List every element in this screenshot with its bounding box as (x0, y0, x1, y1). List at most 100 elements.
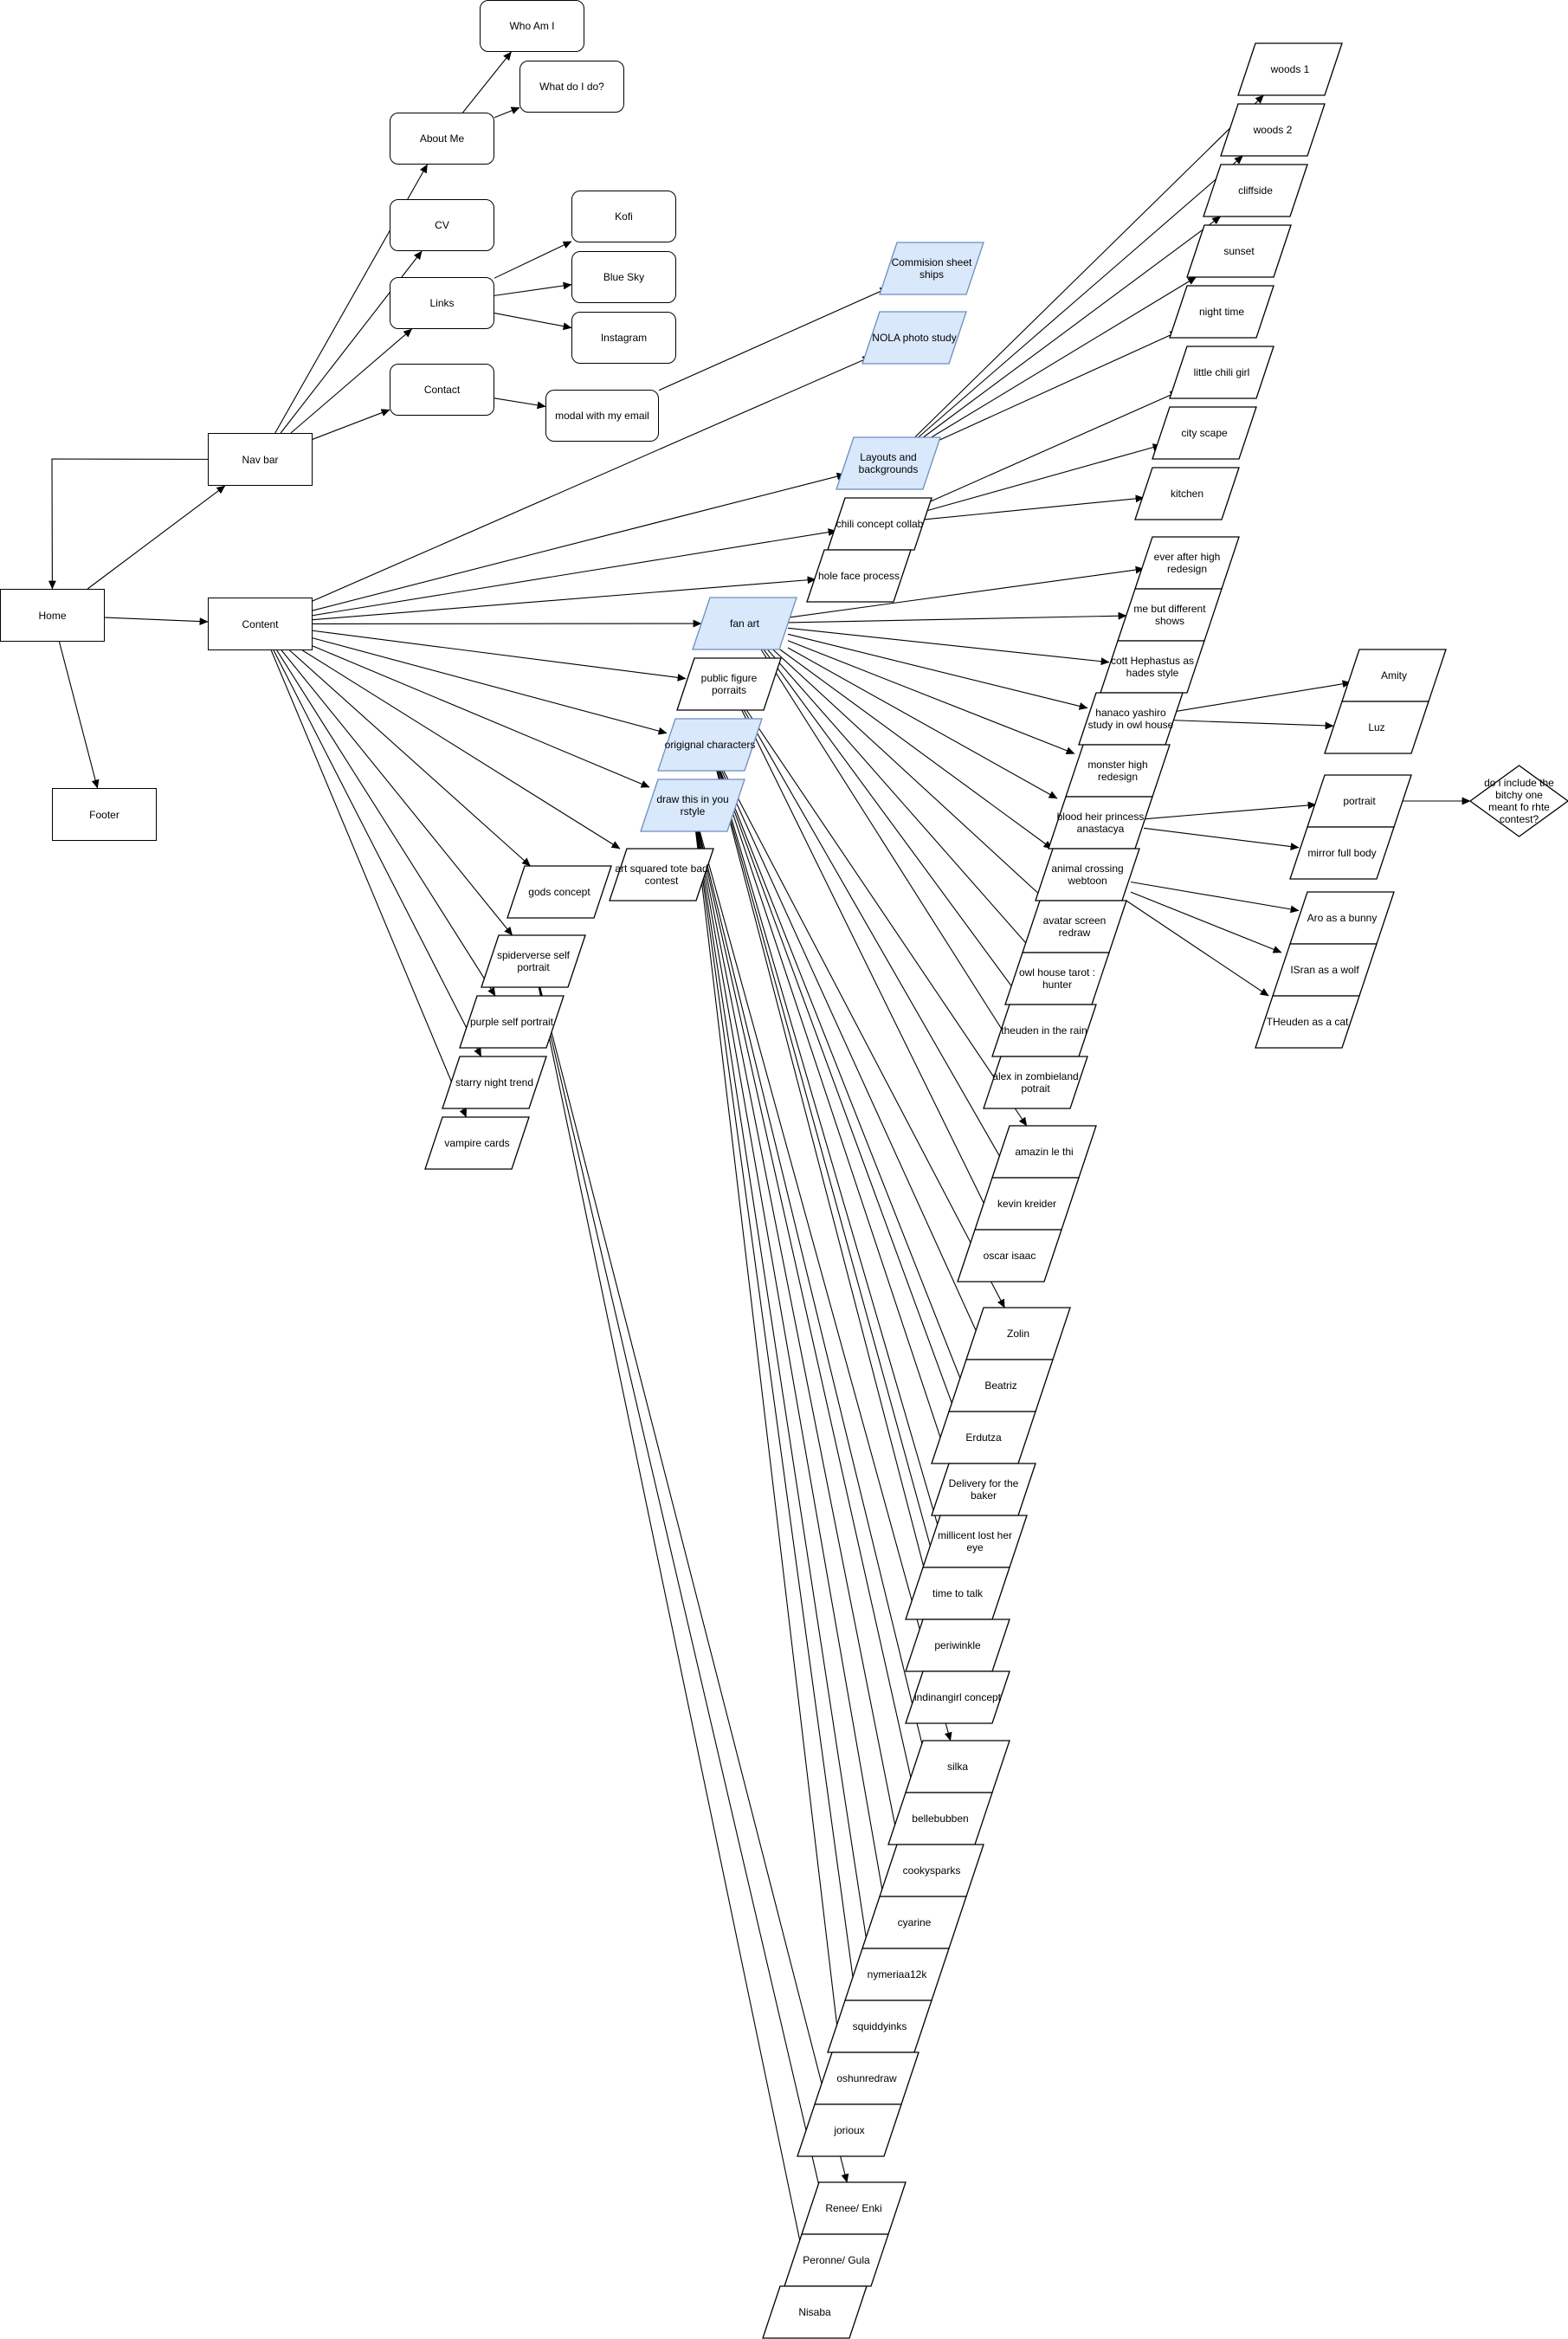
edge-fanart-to-mebut (787, 611, 1127, 624)
edge-layouts-to-sunset (931, 276, 1197, 438)
node-nymeriaa: nymeriaa12k (844, 1948, 950, 2001)
node-bellebubben: bellebubben (887, 1792, 993, 1845)
edge-animalcrossing-to-aro (1130, 881, 1300, 914)
node-drawthis: draw this in you rstyle (640, 779, 745, 832)
node-question: do i include the bitchy one meant fo rht… (1468, 765, 1568, 837)
node-mirror: mirror full body (1289, 826, 1395, 880)
parallelogram-shape (657, 718, 763, 772)
parallelogram-shape (1220, 103, 1326, 157)
parallelogram-shape (806, 549, 912, 603)
node-label: kevin kreider (997, 1198, 1057, 1210)
node-jorioux: jorioux (797, 2103, 902, 2157)
edge-animalcrossing-to-isran (1130, 891, 1282, 953)
parallelogram-shape (905, 1670, 1010, 1724)
node-label: NOLA photo study (872, 332, 957, 344)
edge-home-to-content (104, 617, 209, 626)
node-label: sunset (1223, 245, 1255, 257)
node-links: Links (390, 277, 494, 329)
parallelogram-shape (1289, 826, 1395, 880)
node-timetotalk: time to talk (905, 1567, 1010, 1620)
node-label: draw this in you rstyle (656, 793, 729, 817)
edge-contact-to-modal (494, 397, 546, 410)
node-artsquared: art squared tote bad contest (609, 848, 714, 901)
edge-spiderverse-to-peronne (539, 986, 833, 2235)
parallelogram-shape (861, 311, 967, 365)
node-oscar: oscar isaac (957, 1229, 1062, 1283)
node-bloodheir: blood heir princess anastacya (1048, 796, 1153, 850)
parallelogram-shape (879, 242, 984, 295)
node-label: Home (38, 609, 67, 622)
parallelogram-shape (1169, 346, 1274, 399)
edge-fanart-to-avatar (772, 649, 1047, 901)
node-periwinkle: periwinkle (905, 1619, 1010, 1672)
node-luz: Luz (1324, 701, 1429, 754)
node-woods2: woods 2 (1220, 103, 1326, 157)
node-label: Peronne/ Gula (803, 2254, 870, 2266)
node-label: woods 1 (1270, 63, 1310, 75)
node-label: Zolin (1006, 1328, 1029, 1340)
edge-original-to-erdutza (719, 770, 974, 1412)
edge-layouts-to-nighttime (931, 331, 1179, 444)
edge-animalcrossing-to-theudencat (1126, 900, 1269, 997)
node-label: nymeriaa12k (867, 1968, 927, 1980)
edge-content-to-spiderverse (281, 649, 513, 936)
node-label: Instagram (600, 332, 648, 344)
parallelogram-shape (827, 497, 932, 551)
edge-drawthis-to-cookysparks (698, 830, 928, 1845)
edge-fanart-to-theuden (763, 649, 1026, 1005)
node-bluesky: Blue Sky (571, 251, 676, 303)
node-label: vampire cards (444, 1137, 510, 1149)
node-cliffside: cliffside (1203, 164, 1308, 217)
node-footer: Footer (52, 788, 157, 841)
edge-publicfig-to-oscar (741, 709, 997, 1231)
node-label: Renee/ Enki (825, 2202, 882, 2214)
node-label: bellebubben (912, 1812, 969, 1825)
node-label: time to talk (932, 1587, 984, 1599)
parallelogram-shape (676, 657, 782, 711)
node-whatdo: What do I do? (519, 61, 624, 113)
edge-fanart-to-alexzombie (760, 649, 1020, 1057)
node-label: squiddyinks (852, 2020, 907, 2032)
node-label: spiderverse self portrait (496, 949, 571, 973)
node-label: CV (435, 219, 449, 231)
node-label: city scape (1181, 427, 1228, 439)
edge-navbar-to-home (48, 458, 209, 590)
node-label: blood heir princess anastacya (1056, 811, 1145, 835)
edge-links-to-bluesky (494, 281, 572, 296)
node-content: Content (208, 598, 313, 650)
edge-original-to-timetotalk (717, 770, 952, 1568)
node-label: owl house tarot : hunter (1018, 966, 1096, 991)
edge-navbar-to-links (290, 328, 412, 434)
edge-aboutme-to-whoami (462, 51, 512, 113)
node-label: cyarine (897, 1916, 932, 1929)
node-woods1: woods 1 (1237, 42, 1343, 96)
node-label: portrait (1343, 795, 1376, 807)
node-whoami: Who Am I (480, 0, 584, 52)
node-nighttime: night time (1169, 285, 1274, 339)
edge-original-to-millicent (718, 770, 968, 1516)
parallelogram-shape (983, 1056, 1088, 1109)
edge-modal-to-commission (658, 287, 889, 391)
parallelogram-shape (1169, 285, 1274, 339)
node-aboutme: About Me (390, 113, 494, 165)
node-hephastus: cott Hephastus as hades style (1100, 640, 1205, 694)
edge-chili-to-cityscape (922, 443, 1162, 513)
node-kitchen: kitchen (1134, 467, 1240, 520)
node-label: Links (429, 297, 455, 309)
node-label: starry night trend (455, 1076, 534, 1089)
node-owltarot: owl house tarot : hunter (1004, 952, 1110, 1005)
node-layouts: Layouts and backgrounds (836, 436, 941, 490)
node-label: amazin le thi (1015, 1146, 1074, 1158)
edge-hanaco-to-luz (1173, 720, 1334, 730)
edge-spiderverse-to-nisaba (538, 986, 812, 2287)
node-amazin: amazin le thi (991, 1125, 1097, 1179)
node-label: night time (1198, 306, 1245, 318)
node-oshun: oshunredraw (814, 2051, 920, 2105)
node-label: Footer (89, 808, 119, 821)
node-vampire: vampire cards (424, 1116, 530, 1170)
node-delivery: Delivery for the baker (931, 1463, 1036, 1516)
parallelogram-shape (507, 865, 612, 919)
node-label: alex in zombieland potrait (992, 1070, 1079, 1095)
node-label: me but different shows (1133, 603, 1206, 627)
edge-content-to-nola (312, 356, 872, 602)
